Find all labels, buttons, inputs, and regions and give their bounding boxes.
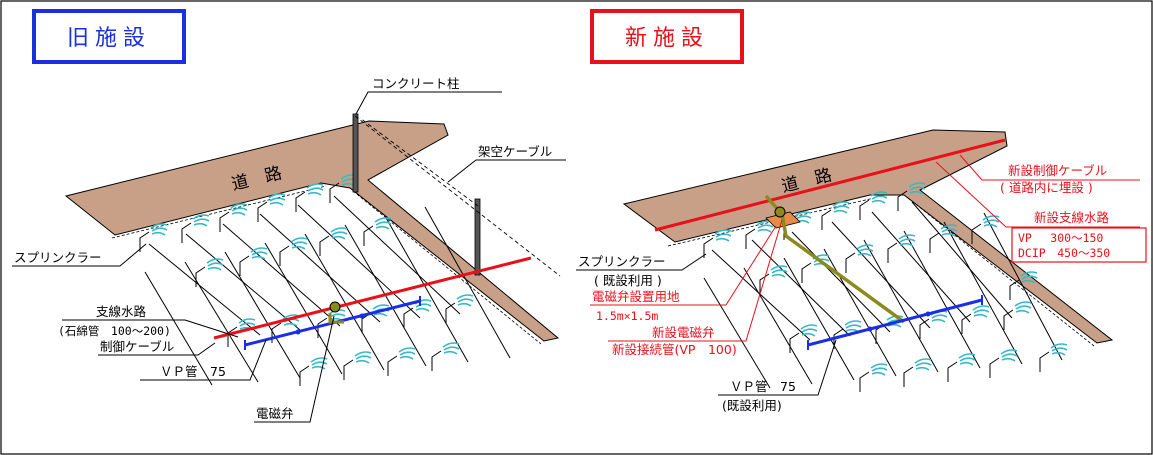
old-road — [64, 120, 560, 342]
old-title: 旧施設 — [67, 26, 151, 51]
new-connection-label: 新設接続管(VP 100) — [612, 342, 737, 357]
new-vp-pipe-label: ＶＰ管 75 — [730, 379, 796, 394]
new-title-box — [590, 9, 744, 64]
aerial-cable — [354, 115, 561, 277]
new-valve-label: 新設電磁弁 — [652, 325, 715, 340]
old-vp-pipe-label: ＶＰ管 75 — [160, 364, 226, 379]
old-facility-panel: 旧施設 道 路 — [12, 9, 566, 423]
valve-site-size: 1.5m×1.5m — [596, 309, 658, 323]
old-solenoid-valve — [328, 301, 344, 324]
old-control-cable — [213, 256, 532, 340]
aerial-cable-label: 架空ケーブル — [478, 144, 552, 159]
valve-site-label: 電磁弁設置用地 — [592, 289, 680, 304]
new-branch-channel-label: 新設支線水路 — [1034, 210, 1110, 225]
solenoid-valve-label: 電磁弁 — [256, 406, 294, 421]
spec-box — [1011, 227, 1147, 263]
old-leaders — [12, 91, 566, 423]
new-title: 新施設 — [625, 26, 709, 51]
spec-vp: VP 300～150 — [1018, 231, 1103, 245]
old-title-box — [32, 9, 186, 64]
new-leaders — [576, 154, 1140, 396]
new-connection-pipe — [764, 194, 906, 324]
branch-channel-spec: (石綿管 100～200) — [58, 324, 171, 338]
old-field-lines — [144, 195, 511, 386]
spec-dcip: DCIP 450～350 — [1018, 246, 1110, 260]
concrete-pole-label: コンクリート柱 — [372, 76, 460, 91]
new-sprinkler-note: ( 既設利用 ) — [594, 273, 662, 288]
new-field-lines — [703, 201, 1063, 389]
new-control-cable-note: ( 道路内に埋設 ) — [1000, 180, 1093, 195]
branch-channel-label: 支線水路 — [96, 304, 147, 319]
new-facility-panel: 新施設 道 路 — [576, 9, 1147, 413]
control-cable-label: 制御ケーブル — [100, 339, 174, 354]
concrete-pole-1 — [352, 113, 359, 193]
new-road — [622, 129, 1114, 344]
new-control-cable-label: 新設制御ケーブル — [1008, 163, 1107, 178]
new-vp-pipe — [807, 295, 983, 350]
new-vp-pipe-note: (既設利用) — [722, 398, 782, 413]
new-control-cable — [654, 138, 1006, 232]
concrete-pole-2 — [474, 198, 481, 276]
old-sprinkler-label: スプリンクラー — [14, 250, 102, 265]
new-sprinkler-label: スプリンクラー — [578, 254, 666, 269]
